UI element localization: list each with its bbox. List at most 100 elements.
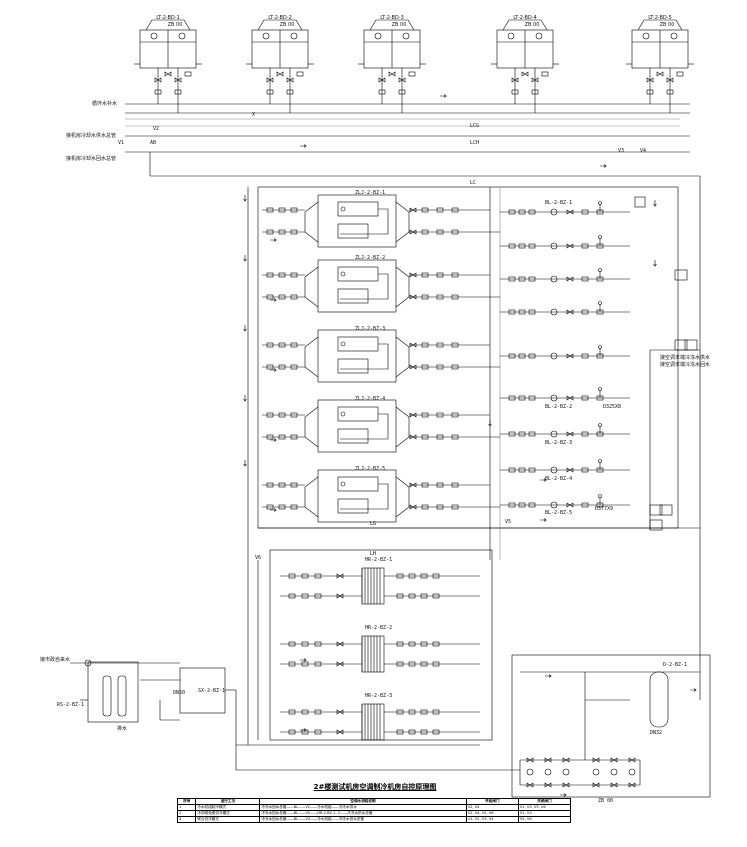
flange-icon	[378, 89, 386, 95]
flange-icon	[451, 504, 459, 510]
valve-icon	[378, 77, 386, 83]
valve-v3-label: V3	[618, 148, 625, 154]
flange-icon	[436, 482, 444, 488]
flange-icon	[421, 482, 429, 488]
flange-icon	[301, 593, 309, 599]
flange-icon	[408, 593, 416, 599]
valve-icon	[336, 593, 344, 599]
flange-icon	[266, 434, 274, 440]
gauge-icon	[340, 206, 346, 212]
chiller-compressor	[337, 476, 379, 492]
flange-icon	[266, 364, 274, 370]
flange-icon	[528, 309, 536, 315]
chiller-compressor	[337, 406, 379, 422]
flange-icon	[420, 709, 428, 715]
valve-icon	[628, 757, 636, 763]
flange-icon	[420, 729, 428, 735]
valve-icon	[526, 757, 534, 763]
hx-1-tag: HR-2-BZ-1	[365, 557, 393, 563]
pump-5-tag: BL-2-BZ-5	[545, 510, 573, 516]
flange-icon	[278, 342, 286, 348]
flange-icon	[290, 412, 298, 418]
flange-icon	[154, 89, 162, 95]
valve-icon	[409, 412, 417, 418]
chiller-body	[317, 469, 397, 523]
flange-icon	[398, 89, 406, 95]
chiller-body	[317, 399, 397, 453]
flange-icon	[518, 431, 526, 437]
flange-icon	[508, 502, 516, 508]
flange-icon	[420, 573, 428, 579]
chiller-end-cap	[304, 266, 319, 308]
flange-icon	[518, 353, 526, 359]
flange-icon	[451, 272, 459, 278]
chiller-end-cap	[395, 266, 410, 308]
chiller-compressor	[337, 266, 379, 282]
flange-icon	[451, 294, 459, 300]
pump-4-tag: BL-2-BZ-4	[545, 476, 573, 482]
ab-label: AB	[150, 140, 157, 146]
flange-icon	[278, 229, 286, 235]
flange-icon	[508, 243, 516, 249]
flange-icon	[396, 593, 404, 599]
table-cell: V5, V6	[517, 816, 572, 823]
pump-icon	[550, 430, 558, 438]
flow-arrow	[270, 298, 277, 302]
flange-icon	[528, 276, 536, 282]
flange-icon	[508, 431, 516, 437]
chiller-end-cap	[304, 476, 319, 518]
pump-icon	[628, 768, 636, 776]
gauge-icon	[598, 201, 602, 205]
flange-icon	[278, 412, 286, 418]
flange-icon	[314, 593, 322, 599]
flange-icon	[528, 467, 536, 473]
flange-icon	[581, 431, 589, 437]
tank-tag: SX-2-BZ-1	[198, 688, 226, 694]
flange-icon	[266, 294, 274, 300]
chiller-coil	[340, 413, 389, 440]
valve-icon	[409, 229, 417, 235]
flange-icon	[451, 229, 459, 235]
chiller-compressor	[337, 201, 379, 217]
chiller-coil	[340, 483, 389, 510]
flange-icon	[408, 709, 416, 715]
flange-icon	[518, 276, 526, 282]
flange-icon	[518, 209, 526, 215]
gauge-icon	[598, 494, 602, 498]
flange-icon	[396, 729, 404, 735]
flow-arrow	[300, 144, 307, 148]
flange-icon	[408, 573, 416, 579]
hx-3-tag: HR-2-BZ-3	[365, 693, 393, 699]
flange-icon	[278, 434, 286, 440]
table-cell: 3	[176, 816, 197, 823]
flange-icon	[518, 243, 526, 249]
valve-icon	[566, 395, 574, 401]
flow-arrow	[488, 420, 492, 427]
valve-icon	[566, 431, 574, 437]
flange-icon	[290, 272, 298, 278]
chiller-end-cap	[395, 201, 410, 243]
valve-icon	[628, 782, 636, 788]
chiller-panel	[337, 498, 369, 514]
flange-icon	[451, 482, 459, 488]
chiller-end-cap	[395, 336, 410, 378]
tower-4-tag: LT-2-BD-4	[513, 15, 537, 21]
gauge-icon	[598, 423, 602, 427]
flange-icon	[528, 209, 536, 215]
flange-icon	[278, 482, 286, 488]
flange-icon	[432, 729, 440, 735]
fan-icon	[178, 32, 186, 40]
gauge-icon	[598, 345, 602, 349]
flange-icon	[508, 276, 516, 282]
flange-icon	[581, 309, 589, 315]
flange-icon	[451, 434, 459, 440]
valve-icon	[388, 71, 396, 77]
valve-icon	[336, 573, 344, 579]
valve-icon	[336, 661, 344, 667]
pump-icon	[550, 308, 558, 316]
chiller-panel	[337, 288, 369, 304]
vessel-dn-label: DN32	[650, 730, 663, 736]
chiller-end-cap	[304, 406, 319, 448]
tower-5-tag: LT-2-BD-5	[648, 15, 672, 21]
chiller-end-cap	[304, 201, 319, 243]
